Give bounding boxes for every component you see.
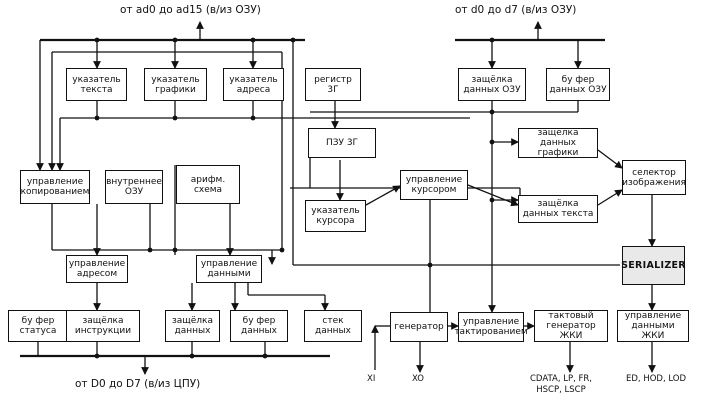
bus-label-cpu-data: от D0 до D7 (в/из ЦПУ)	[75, 378, 201, 390]
block-rom-3g: ПЗУ 3Г	[308, 128, 376, 158]
block-lcd-clock-generator: тактовый генератор ЖКИ	[534, 310, 608, 342]
block-image-selector: селектор изображения	[622, 160, 686, 195]
block-cursor-pointer: указатель курсора	[305, 200, 366, 232]
pin-lcd-data-outputs: ED, HOD, LOD	[626, 374, 687, 384]
block-data-latch: защёлка данных	[165, 310, 220, 342]
block-graphics-pointer: указатель графики	[144, 68, 207, 101]
block-data-buffer: бу фер данных	[230, 310, 288, 342]
bus-label-ram-data: от d0 до d7 (в/из ОЗУ)	[455, 4, 577, 16]
block-internal-ram: внутреннее ОЗУ	[105, 170, 163, 204]
block-address-control: управление адресом	[66, 255, 128, 283]
block-generator: генератор	[390, 312, 448, 342]
block-lcd-data-control: управление данными ЖКИ	[617, 310, 689, 342]
bus-label-ram-address: от ad0 до ad15 (в/из ОЗУ)	[120, 4, 261, 16]
block-data-stack: стек данных	[304, 310, 362, 342]
block-graphics-data-latch: защёлка данных графики	[518, 128, 598, 158]
block-copy-control: управление копированием	[20, 170, 90, 204]
pin-xo: XO	[412, 374, 424, 384]
block-register-3g: регистр 3Г	[305, 68, 361, 101]
block-address-pointer: указатель адреса	[223, 68, 284, 101]
block-text-data-latch: защёлка данных текста	[518, 195, 598, 223]
block-ram-data-latch: защёлка данных ОЗУ	[458, 68, 526, 101]
block-status-buffer: бу фер статуса	[8, 310, 68, 342]
pin-xi: XI	[367, 374, 376, 384]
block-serializer: SERIALIZER	[621, 246, 686, 285]
block-ram-data-buffer: бу фер данных ОЗУ	[546, 68, 610, 101]
pin-lcd-clock-outputs: CDATA, LP, FR, HSCP, LSCP	[530, 374, 592, 395]
block-alu: арифм. схема	[176, 165, 240, 204]
block-text-pointer: указатель текста	[66, 68, 127, 101]
block-data-control: управление данными	[196, 255, 262, 283]
block-cursor-control: управление курсором	[400, 170, 468, 200]
block-clock-control: управление тактированием	[454, 312, 528, 342]
block-instruction-latch: защёлка инструкции	[66, 310, 140, 342]
